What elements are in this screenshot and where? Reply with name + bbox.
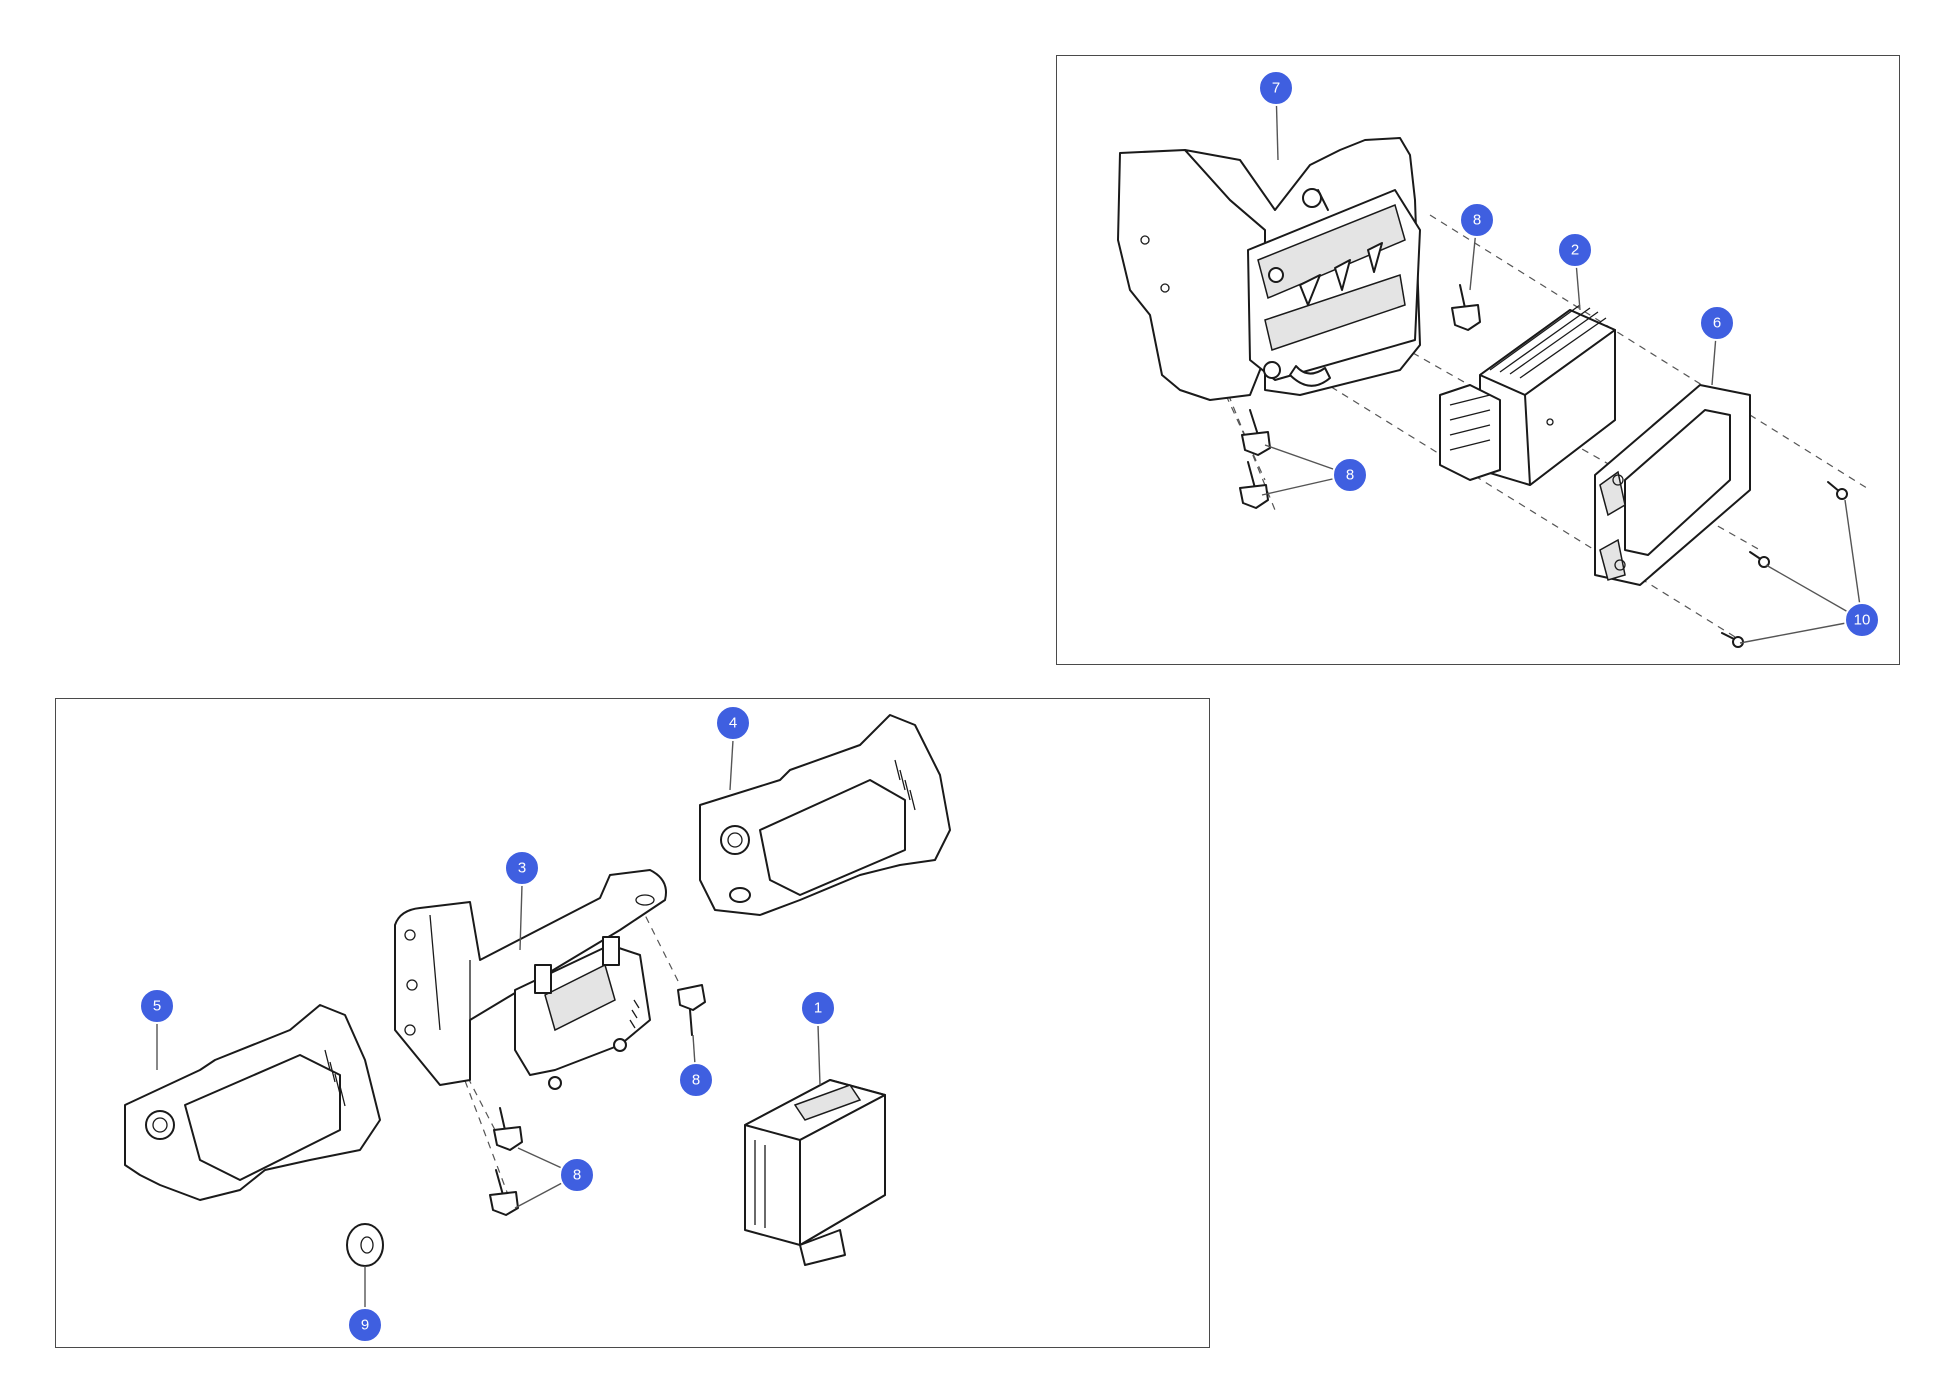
callout-9: 9 xyxy=(347,1307,383,1343)
part-6-cover-frame xyxy=(1594,384,1751,586)
callout-2: 2 xyxy=(1557,232,1593,268)
svg-text:7: 7 xyxy=(1272,80,1280,97)
svg-text:8: 8 xyxy=(692,1072,700,1089)
part-1-camera-module xyxy=(744,1079,886,1266)
part-9-washer xyxy=(346,1223,384,1267)
callout-3: 3 xyxy=(504,850,540,886)
part-3-mounting-plate xyxy=(394,869,667,1090)
svg-text:5: 5 xyxy=(153,998,161,1015)
svg-text:10: 10 xyxy=(1854,612,1871,629)
svg-text:4: 4 xyxy=(729,715,737,732)
bolt-8-bottom-a xyxy=(677,984,706,1036)
part-2-radar-module xyxy=(1439,304,1616,486)
screw-10-a xyxy=(1827,481,1848,500)
callout-6: 6 xyxy=(1699,305,1735,341)
svg-text:3: 3 xyxy=(518,860,526,877)
callout-8: 8 xyxy=(1459,202,1495,238)
callout-8: 8 xyxy=(559,1157,595,1193)
svg-text:8: 8 xyxy=(1346,467,1354,484)
svg-text:8: 8 xyxy=(573,1167,581,1184)
part-7-mounting-bracket xyxy=(1117,137,1421,401)
callout-5: 5 xyxy=(139,988,175,1024)
callout-7: 7 xyxy=(1258,70,1294,106)
part-5-camera-bracket xyxy=(124,1004,381,1201)
bolt-8-top-a xyxy=(1451,284,1481,331)
callout-4: 4 xyxy=(715,705,751,741)
bolt-8-top-c xyxy=(1239,461,1269,509)
callout-8: 8 xyxy=(1332,457,1368,493)
part-4-camera-bracket xyxy=(699,714,951,916)
bolt-8-bottom-c xyxy=(489,1169,519,1216)
svg-text:9: 9 xyxy=(361,1317,369,1334)
callout-10: 10 xyxy=(1844,602,1880,638)
callout-8: 8 xyxy=(678,1062,714,1098)
svg-text:8: 8 xyxy=(1473,212,1481,229)
svg-text:1: 1 xyxy=(814,1000,822,1017)
svg-text:2: 2 xyxy=(1571,242,1579,259)
bolt-8-top-b xyxy=(1241,409,1271,456)
svg-text:6: 6 xyxy=(1713,315,1721,332)
callout-1: 1 xyxy=(800,990,836,1026)
bolt-8-bottom-b xyxy=(493,1107,523,1151)
